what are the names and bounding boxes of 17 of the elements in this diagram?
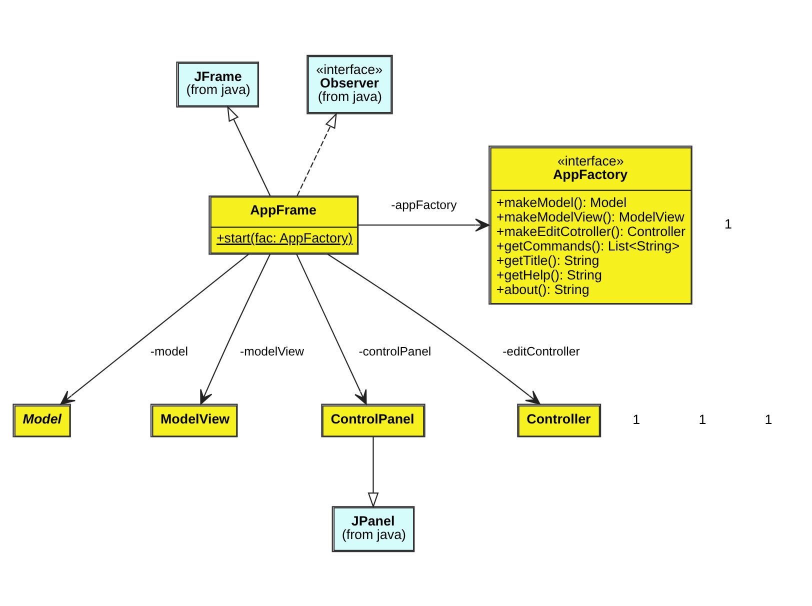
label: 1 (698, 411, 706, 426)
arrow (296, 254, 367, 404)
label: 1 (764, 411, 772, 426)
edge-label: -appFactory (391, 198, 457, 212)
arrow (368, 436, 379, 508)
arrow (296, 112, 337, 196)
edge-label: -modelView (240, 344, 304, 358)
edge-label: -controlPanel (358, 344, 432, 358)
arrow (358, 218, 490, 232)
label: 1 (632, 411, 640, 426)
arrow (200, 254, 271, 404)
edge-label: -editController (502, 344, 580, 358)
edge-label: -model (150, 344, 188, 358)
arrow (60, 253, 249, 404)
label: 1 (724, 216, 732, 232)
arrow (227, 105, 271, 196)
arrow (327, 253, 540, 404)
